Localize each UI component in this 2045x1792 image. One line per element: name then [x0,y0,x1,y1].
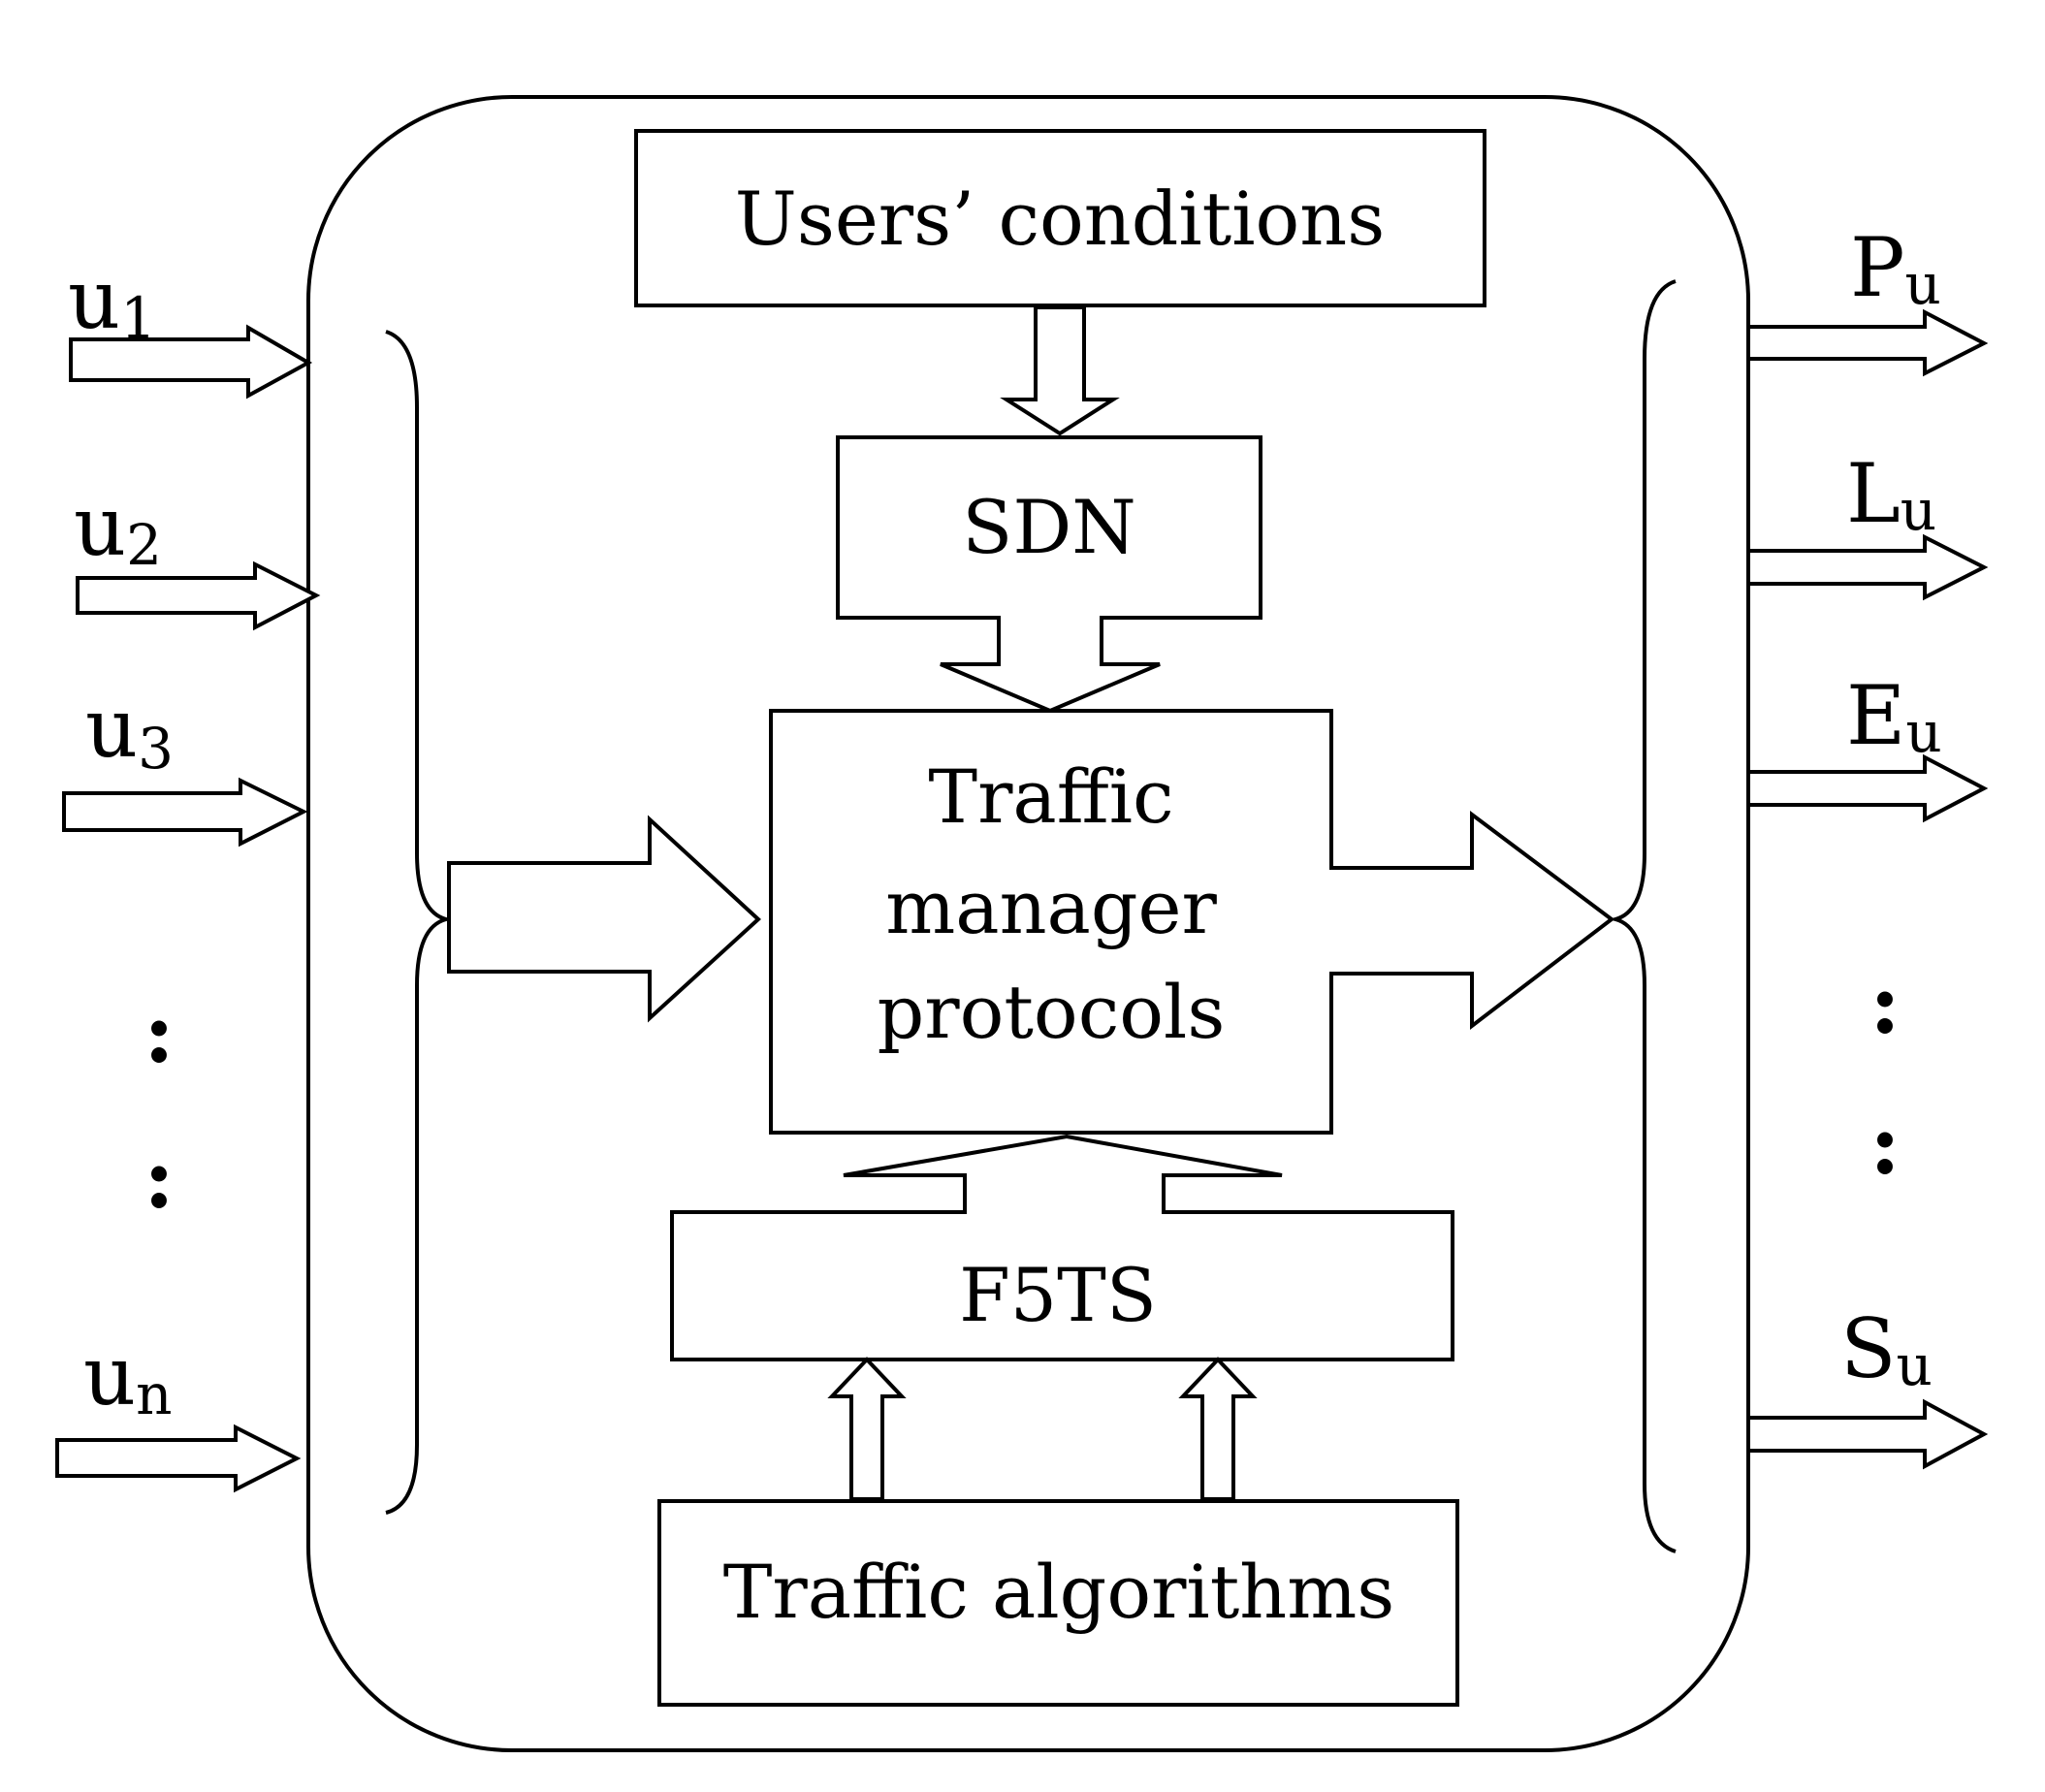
input-label-u1: u1 [68,252,156,351]
output-arrow-pu [1746,308,1989,377]
output-label-su: Su [1840,1301,1933,1398]
sdn-label: SDN [962,484,1136,570]
traffic-manager-line-1: Traffic [928,753,1173,840]
f5ts-label: F5TS [959,1252,1157,1338]
output-label-pu: Pu [1850,220,1941,317]
input-ellipsis-1: : [144,984,175,1082]
input-merge-arrow [447,815,761,1023]
traffic-manager-box [769,709,1615,1135]
output-label-lu: Lu [1846,446,1936,543]
output-ellipsis-2: : [1869,1096,1901,1194]
output-ellipsis-1: : [1869,955,1901,1053]
users-conditions-box [634,129,1486,307]
output-arrow-eu [1746,753,1989,823]
sdn-box [836,435,1262,714]
input-ellipsis-2: : [144,1130,175,1228]
traffic-algorithms-label: Traffic algorithms [723,1549,1395,1635]
input-label-u3: u3 [85,681,174,782]
input-brace [385,330,454,1515]
output-brace [1608,279,1677,1553]
f5ts-box [670,1134,1454,1361]
input-label-un: un [83,1328,172,1427]
input-arrow-u3 [62,777,308,848]
traffic-algorithms-box [657,1499,1459,1707]
traffic-manager-line-3: protocols [878,969,1226,1055]
input-label-u2: u2 [74,479,162,578]
algorithms-to-f5ts-arrow-right [1178,1357,1258,1501]
input-arrow-u2 [76,560,321,631]
input-arrow-u1 [69,324,313,400]
output-arrow-su [1746,1398,1989,1470]
output-label-eu: Eu [1846,668,1942,765]
users-conditions-label: Users’ conditions [735,176,1385,262]
output-arrow-lu [1746,533,1989,601]
users-to-sdn-arrow [1000,305,1120,436]
algorithms-to-f5ts-arrow-left [827,1357,907,1501]
traffic-manager-line-2: manager [885,864,1217,950]
input-arrow-un [55,1424,302,1493]
